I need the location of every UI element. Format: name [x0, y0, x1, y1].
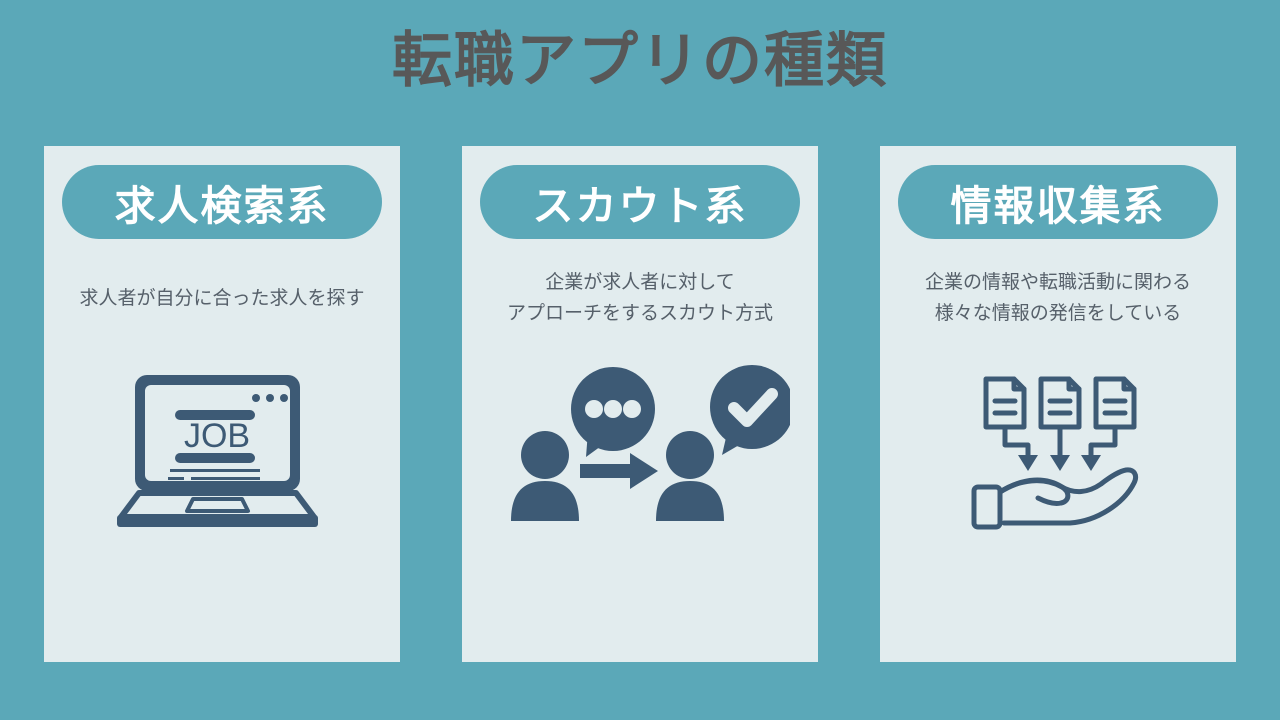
card-description: 企業が求人者に対して アプローチをするスカウト方式 — [475, 239, 805, 359]
two-people-scout-icon — [511, 365, 790, 521]
card-badge: スカウト系 — [480, 165, 800, 239]
card-badge: 求人検索系 — [62, 165, 382, 239]
card-list: 求人検索系 求人者が自分に合った求人を探す — [44, 146, 1236, 662]
card-information[interactable]: 情報収集系 企業の情報や転職活動に関わる 様々な情報の発信をしている — [880, 146, 1236, 662]
card-description: 求人者が自分に合った求人を探す — [57, 239, 387, 359]
description-line: アプローチをするスカウト方式 — [506, 303, 773, 324]
card-job-search[interactable]: 求人検索系 求人者が自分に合った求人を探す — [44, 146, 400, 662]
page-title: 転職アプリの種類 — [392, 27, 888, 94]
card-icon — [490, 359, 790, 662]
card-description: 企業の情報や転職活動に関わる 様々な情報の発信をしている — [893, 239, 1223, 359]
description-line: 求人者が自分に合った求人を探す — [79, 287, 365, 309]
description-line: 企業の情報や転職活動に関わる — [924, 272, 1191, 294]
card-badge: 情報収集系 — [898, 165, 1218, 239]
laptop-job-search-icon: JOB — [116, 375, 318, 527]
documents-into-hand-icon — [971, 376, 1139, 530]
laptop-screen-label: JOB — [183, 417, 249, 455]
card-icon — [958, 359, 1158, 662]
description-line: 様々な情報の発信をしている — [934, 303, 1182, 324]
card-scout[interactable]: スカウト系 企業が求人者に対して アプローチをするスカウト方式 — [462, 146, 818, 662]
description-line: 企業が求人者に対して — [545, 272, 735, 294]
card-icon: JOB — [115, 359, 330, 662]
